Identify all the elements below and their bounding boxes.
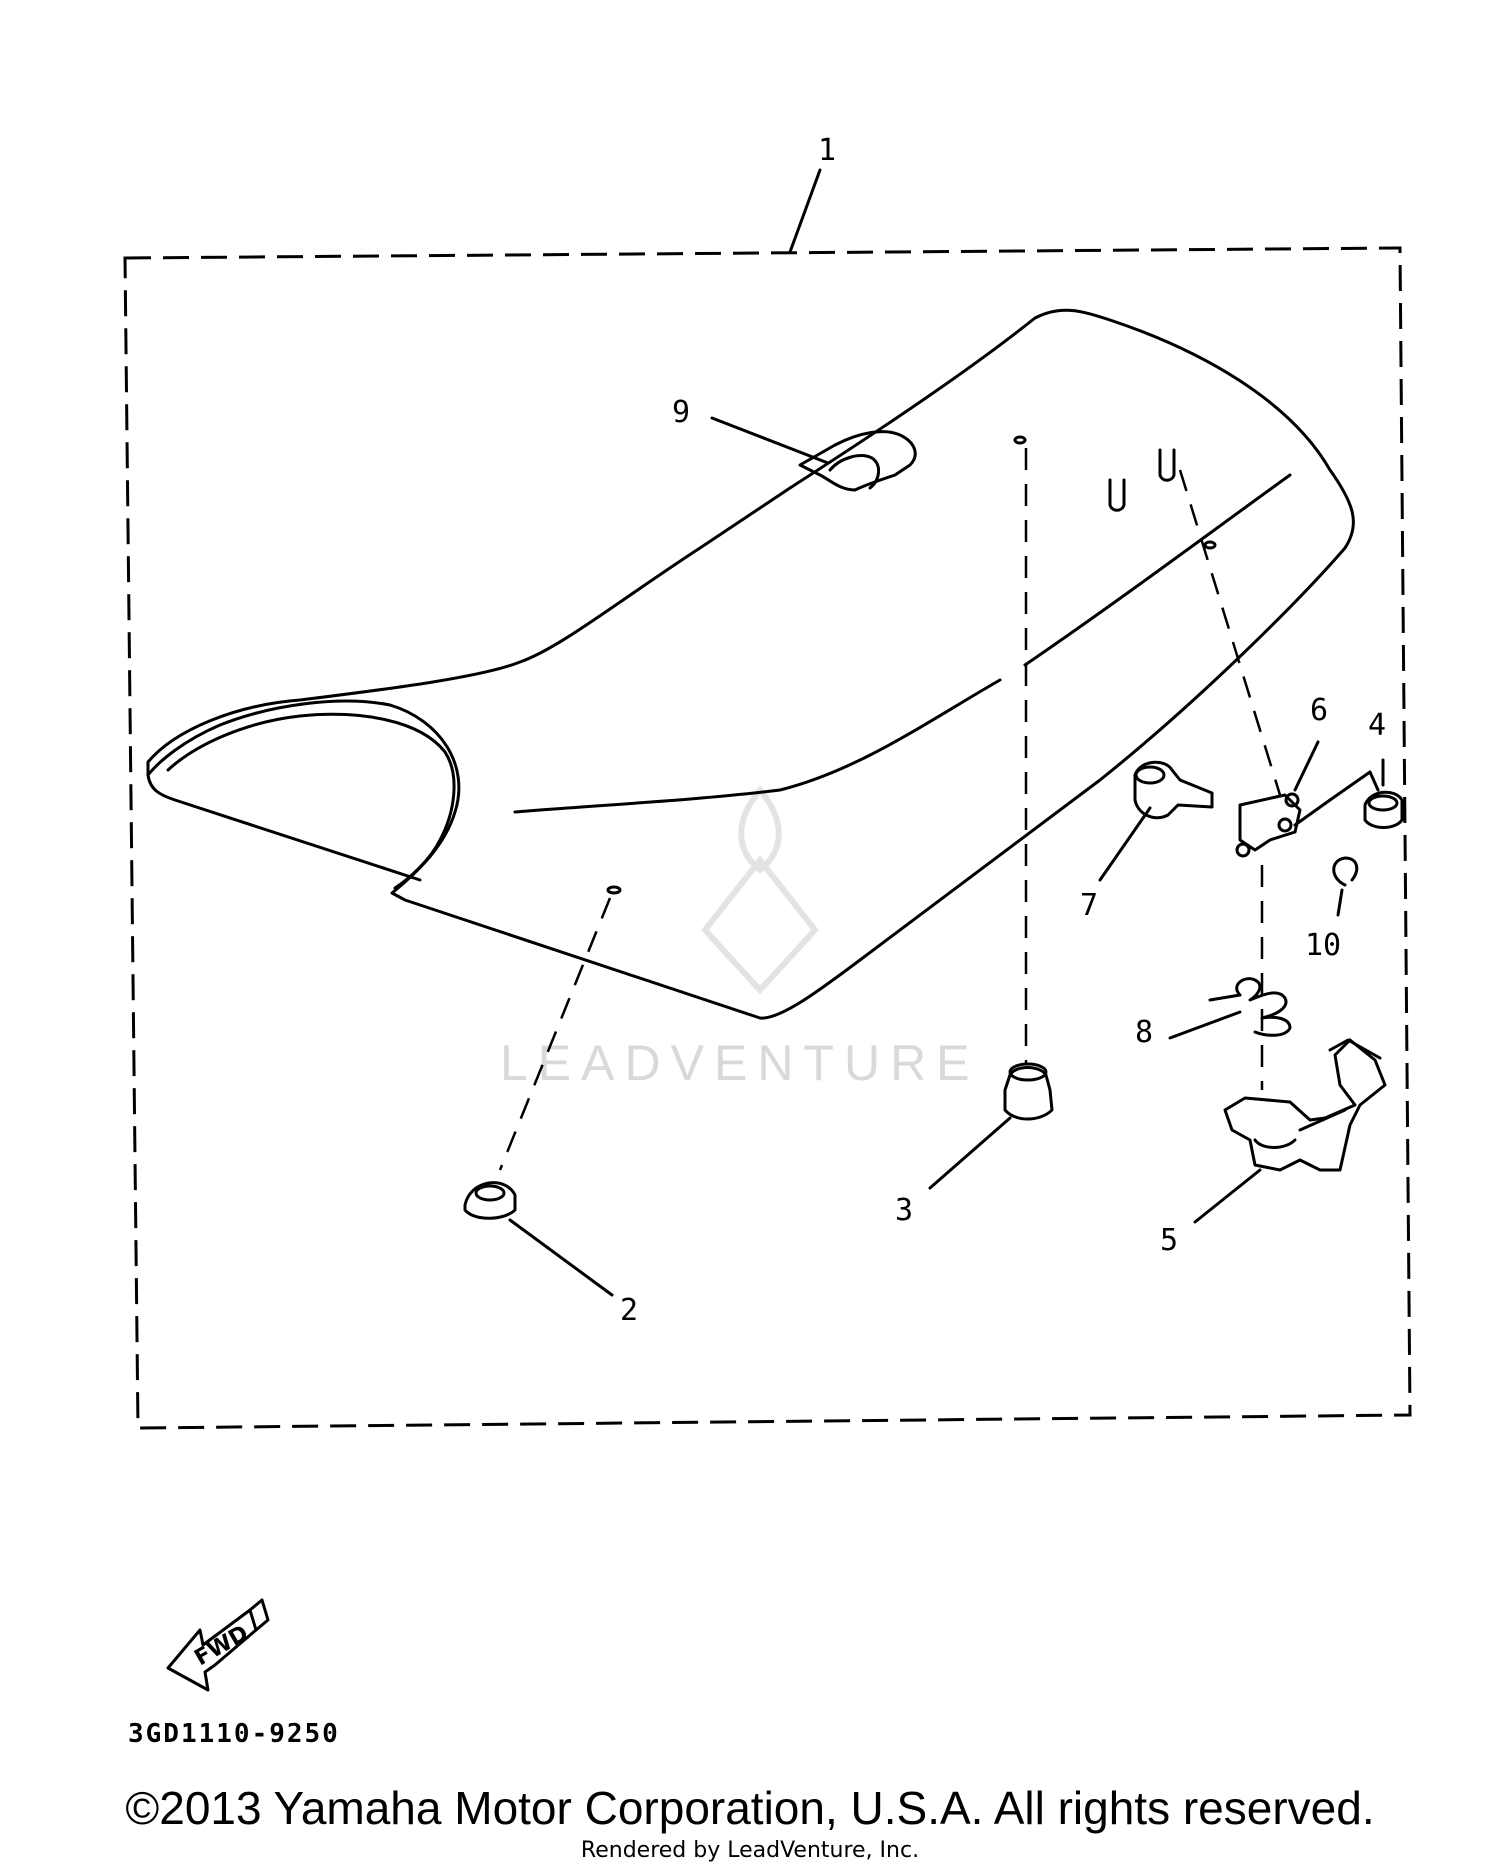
leader-3 [928,1116,1012,1190]
copyright-notice: ©2013 Yamaha Motor Corporation, U.S.A. A… [125,1782,1375,1834]
leader-8 [1168,1010,1242,1040]
part-4-grommet [1363,790,1404,829]
leader-10 [1336,888,1344,917]
part-5-latch [1223,1038,1387,1172]
part-7-pin [1133,760,1214,820]
guide-line-6 [1178,469,1282,796]
watermark-text: LEADVENTURE [500,1035,980,1091]
callout-4: 4 [1368,708,1386,743]
seat [146,308,1355,1020]
callout-8: 8 [1135,1015,1153,1050]
fwd-arrow-icon: FWD [166,1598,270,1692]
leader-bracket-to-4 [1328,770,1380,802]
callout-5: 5 [1160,1223,1178,1258]
rendered-by-credit: Rendered by LeadVenture, Inc. [580,1838,920,1863]
callout-1: 1 [818,133,836,168]
fwd-label: FWD [191,1621,253,1671]
part-8-spring [1208,977,1292,1037]
callout-6: 6 [1310,693,1328,728]
leader-7 [1098,806,1152,882]
watermark-logo: LEADVENTURE [500,785,980,1091]
callout-9: 9 [672,395,690,430]
callout-7: 7 [1080,888,1098,923]
callout-10: 10 [1305,928,1341,963]
part-2-grommet [463,1181,517,1220]
leader-2 [508,1218,614,1297]
guide-line-2 [498,897,612,1171]
part-6-bracket [1235,792,1302,858]
leader-5 [1193,1168,1262,1224]
part-code: 3GD1110-9250 [128,1719,340,1749]
callout-3: 3 [895,1193,913,1228]
leader-1 [788,168,822,254]
part-10-clip [1332,856,1359,887]
leader-bracket-link [1293,798,1332,827]
part-3-damper [1003,1062,1054,1121]
leader-9 [710,416,830,465]
callout-2: 2 [620,1293,638,1328]
leader-6 [1293,740,1320,792]
assembly-boundary [123,246,1412,1430]
